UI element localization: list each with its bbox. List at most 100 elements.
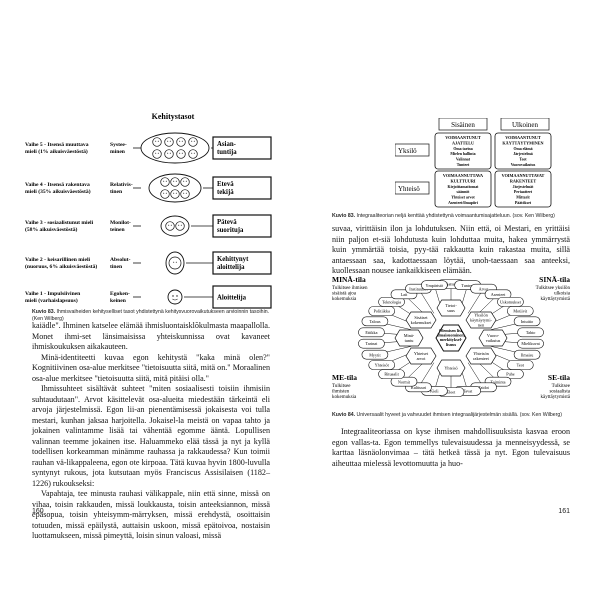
face-eye xyxy=(181,140,183,142)
virtue-label: Toiminta xyxy=(490,379,505,384)
column-label: Ulkoinen xyxy=(512,121,539,129)
virtue-bubble xyxy=(506,360,534,370)
virtue-label: Tahto xyxy=(526,330,535,335)
virtue-bubble xyxy=(358,327,385,338)
quadrant-text: Oma elämä xyxy=(513,147,532,151)
face-eye xyxy=(157,152,159,154)
paragraph: suvaa, virittäisin ilon ja lohdutuksen. … xyxy=(332,224,570,275)
virtue-label: Ilmaisu xyxy=(521,352,534,357)
quadrant-box xyxy=(434,132,492,170)
quadrant-text: Mielen hallinta xyxy=(450,152,475,156)
virtue-bubble xyxy=(421,280,448,290)
face-icon xyxy=(188,149,198,159)
virtue-label: Myytit xyxy=(369,352,381,357)
quadrant-text: Mittarit xyxy=(516,196,530,200)
quadrant-text: Periaatteet xyxy=(514,190,533,194)
role-box xyxy=(212,214,272,238)
quadrant-text: Vuorovaikutus xyxy=(511,163,536,167)
virtue-label: Talous xyxy=(369,319,380,324)
role-box xyxy=(212,285,272,309)
face-eye xyxy=(173,180,175,182)
quadrant-text: KÄYTTÄYTYMINEN xyxy=(502,140,543,145)
stage-type: Monilot-teinen xyxy=(110,220,131,233)
quadrant-text: Yhteiset arvot xyxy=(451,196,475,200)
face-icon xyxy=(170,177,180,187)
virtue-bubble xyxy=(361,316,389,327)
quadrant-text: VOIMAANNUTTAVA xyxy=(443,173,483,178)
face-icon xyxy=(176,149,186,159)
figure-caption: Kuvio 83. Ihmisvaiheiden kehityselliset … xyxy=(32,309,272,323)
virtue-label: Tunteet xyxy=(461,283,474,288)
quadrant-text: Teot xyxy=(519,158,527,162)
quadrant-text: Asenteet/ilmapiiri xyxy=(448,201,479,205)
row-header-box xyxy=(395,181,430,195)
figure-caption-2: Kuvio 84. Universaalit hyveet ja vahvuud… xyxy=(332,412,572,419)
figure-caption-1: Kuvio 83. Integraaliteorian neljä kenttä… xyxy=(332,213,572,220)
quadrant-text: Valinnat xyxy=(456,158,471,162)
virtue-label: Yhteisöt xyxy=(375,363,390,368)
face-eye xyxy=(165,180,167,182)
stage-ellipse xyxy=(160,215,190,237)
face-eye xyxy=(183,180,185,182)
face-eye xyxy=(155,152,157,154)
page-number: 161 xyxy=(558,508,570,515)
quadrant-minä: MINÄ-tila xyxy=(332,275,366,284)
virtue-label: Tarinat xyxy=(366,341,379,346)
center-label: Olemisen lisi,ilmaisuominen,merkityksel-… xyxy=(437,328,464,347)
virtue-label: Instituutiot xyxy=(409,286,428,291)
body-text: Integraaliteoriassa on kyse ihmisen mahd… xyxy=(332,427,570,469)
virtue-label: Asenteet xyxy=(491,292,506,297)
virtue-bubble xyxy=(517,338,544,349)
quadrant-me: ME-tila xyxy=(332,373,357,382)
virtue-label: Rituaalit xyxy=(384,372,399,377)
face-icon xyxy=(176,137,186,147)
face-icon xyxy=(160,189,170,199)
virtue-label: Eleet xyxy=(447,390,456,395)
stage-ellipse xyxy=(165,251,185,275)
row-label: Yksilö xyxy=(398,147,417,155)
caption-text: Integraaliteorian neljä kenttää yhdistet… xyxy=(356,213,555,219)
paragraph: Vapahtaja, tee minusta rauhasi välikappa… xyxy=(32,489,270,540)
caption-label: Kuvio 83. xyxy=(32,309,56,315)
face-eye xyxy=(172,295,174,297)
quadrant-text: säännöt xyxy=(457,190,471,194)
face-mouth xyxy=(172,298,178,301)
paragraph: Ihmissuhteet sisältävät suhteet "miten s… xyxy=(32,384,270,488)
stage-ellipse xyxy=(167,289,183,305)
virtue-label: Normit xyxy=(398,379,411,384)
face-icon xyxy=(160,177,170,187)
face-icon xyxy=(170,189,180,199)
stage-type: Relativis-tinen xyxy=(110,182,133,195)
body-text: kaiädle". Ihminen katselee elämää ihmisl… xyxy=(32,321,270,542)
face-eye xyxy=(178,224,180,226)
quadrant-box xyxy=(434,170,492,208)
face-eye xyxy=(165,192,167,194)
role-box xyxy=(212,136,272,160)
quadrant-text: Päätökset xyxy=(515,201,532,205)
stage-ellipse xyxy=(148,173,202,203)
face-eye xyxy=(191,140,193,142)
quadrant-text: VOIMAANTUNUT xyxy=(445,135,481,140)
quadrant-text: KULTTUURI xyxy=(451,178,476,183)
stage-label: Vaihe 3 - sosiaalistunut mieli(58% aikui… xyxy=(25,220,94,233)
virtue-bubble xyxy=(513,316,541,327)
paragraph: Integraaliteoriassa on kyse ihmisen mahd… xyxy=(332,427,570,468)
virtue-bubble xyxy=(368,360,396,370)
virtue-label: Motiivit xyxy=(513,309,528,314)
virtue-label: Puhe xyxy=(506,372,515,377)
face-eye xyxy=(185,192,187,194)
virtue-label: Tavat xyxy=(463,388,473,393)
quadrant-box xyxy=(494,132,552,170)
hexagon-top-right xyxy=(465,311,497,329)
role-label: Aloittelija xyxy=(217,295,247,302)
virtue-label: Lait xyxy=(401,292,409,297)
virtue-label: Ajattelu xyxy=(444,282,458,287)
